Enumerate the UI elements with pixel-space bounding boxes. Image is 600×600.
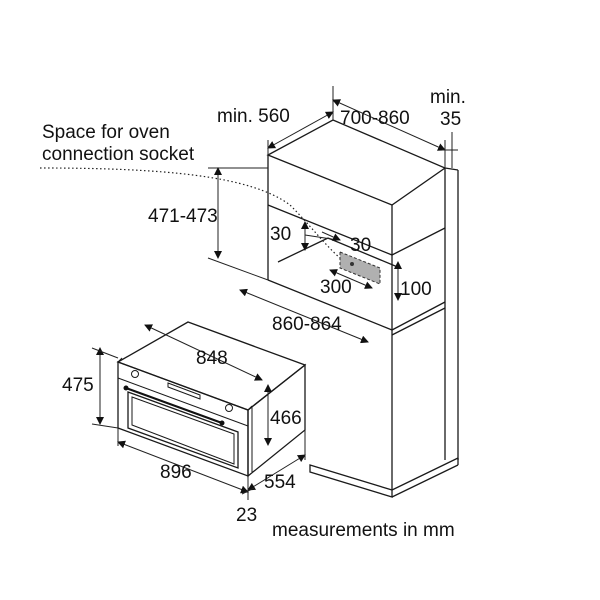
labels: Space for oven connection socket min. 56… bbox=[42, 87, 466, 541]
socket-width-label: 300 bbox=[320, 277, 352, 298]
ext-30-left bbox=[304, 234, 339, 241]
plinth-side-top bbox=[391, 457, 459, 491]
min-35-label: 35 bbox=[440, 109, 461, 130]
oven-width-label: 896 bbox=[160, 462, 192, 483]
left-knob-icon bbox=[131, 370, 139, 378]
dim-896 bbox=[117, 440, 249, 494]
frame-edge-right bbox=[247, 405, 253, 411]
oven-handle bbox=[125, 386, 223, 425]
socket-dot bbox=[350, 262, 354, 266]
handle-end-left bbox=[123, 385, 129, 391]
min-depth-label: min. 560 bbox=[217, 106, 290, 127]
plinth-side-bottom bbox=[391, 464, 459, 498]
dim-554 bbox=[247, 454, 306, 491]
dim-23 bbox=[241, 487, 255, 495]
plinth-front bbox=[309, 464, 393, 498]
oven-height-outer-label: 475 bbox=[62, 375, 94, 396]
socket-label-line2: connection socket bbox=[42, 144, 195, 165]
cabinet-width-label: 860-864 bbox=[272, 314, 342, 335]
front-thickness-label: 23 bbox=[236, 505, 257, 526]
handle-end-right bbox=[219, 420, 225, 426]
units-label: measurements in mm bbox=[272, 520, 455, 541]
min-top-label: min. bbox=[430, 87, 466, 108]
ext-475-bottom bbox=[91, 423, 119, 429]
niche-height-label: 471-473 bbox=[148, 206, 218, 227]
ext-475-top bbox=[91, 347, 119, 359]
display-panel bbox=[167, 382, 201, 400]
dim-700-860 bbox=[332, 99, 446, 151]
side-panel-top bbox=[444, 167, 459, 171]
socket-label-line1: Space for oven bbox=[42, 122, 170, 143]
upper-shelf-front bbox=[267, 204, 393, 256]
ext-471-bottom bbox=[207, 257, 269, 281]
dim-300 bbox=[329, 269, 373, 289]
control-panel-line bbox=[117, 377, 249, 427]
niche-inner-top bbox=[327, 237, 401, 269]
gap-right-label: 30 bbox=[350, 235, 371, 256]
dim-min-560 bbox=[267, 111, 334, 149]
dim-848 bbox=[144, 324, 263, 381]
frame-edge bbox=[117, 357, 123, 363]
upper-shelf-side bbox=[391, 227, 446, 256]
lower-cabinet-top bbox=[391, 307, 446, 336]
right-knob-icon bbox=[225, 404, 233, 412]
dim-860-864 bbox=[239, 288, 369, 344]
gap-left-label: 30 bbox=[270, 224, 291, 245]
oven-door-window-inner bbox=[131, 396, 235, 465]
oven-depth-label: 554 bbox=[264, 472, 296, 493]
cabinet bbox=[266, 119, 459, 498]
socket-height-label: 100 bbox=[400, 279, 432, 300]
niche-floor-side bbox=[391, 301, 446, 331]
oven-depth-top-label: 848 bbox=[196, 348, 228, 369]
dim-30-right bbox=[321, 231, 341, 241]
width-range-label: 700-860 bbox=[340, 108, 410, 129]
oven-height-inner-label: 466 bbox=[270, 408, 302, 429]
dimension-lines bbox=[39, 86, 458, 500]
